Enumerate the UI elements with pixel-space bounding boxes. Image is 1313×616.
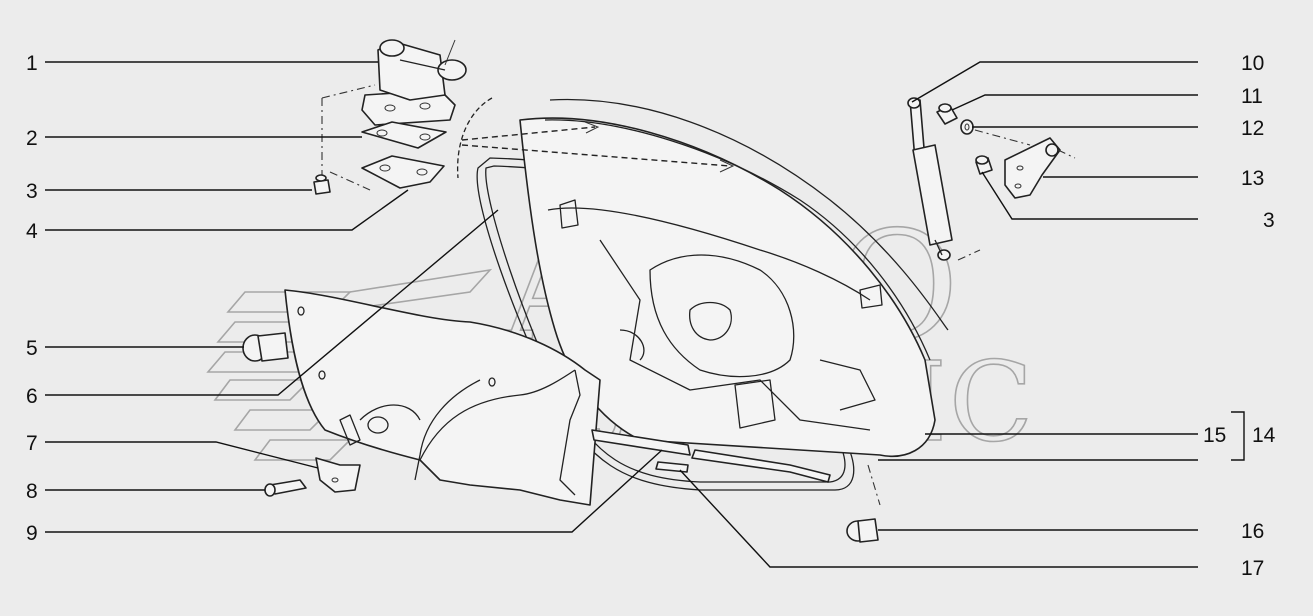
- callout-3-left: 3: [26, 180, 38, 203]
- callout-3-right: 3: [1263, 209, 1275, 232]
- rubber-stop: [846, 464, 881, 543]
- hinge-part: [361, 39, 467, 126]
- callout-2: 2: [26, 127, 38, 150]
- handle-bracket: [315, 457, 361, 493]
- bolt-right: [975, 155, 993, 175]
- callout-1: 1: [26, 52, 38, 75]
- callout-15: 15: [1203, 424, 1226, 447]
- callout-7: 7: [26, 432, 38, 455]
- callout-13: 13: [1241, 167, 1264, 190]
- callout-12: 12: [1241, 117, 1264, 140]
- callout-6: 6: [26, 385, 38, 408]
- shim-plate-lower: [361, 155, 445, 189]
- callout-10: 10: [1241, 52, 1264, 75]
- trim-panel: [284, 289, 601, 506]
- push-clip: [242, 332, 289, 362]
- leader-lines: [45, 61, 1245, 568]
- callout-14: 14: [1252, 424, 1276, 447]
- callout-labels: 1 2 3 4 5 6 7 8 9 10 11 12 13 3 15 14 16…: [26, 52, 1276, 580]
- callout-5: 5: [26, 337, 38, 360]
- callout-17: 17: [1241, 557, 1264, 580]
- washer: [960, 119, 974, 135]
- callout-8: 8: [26, 480, 38, 503]
- sill-pad: [655, 461, 689, 473]
- pin: [936, 103, 958, 125]
- callout-11: 11: [1241, 85, 1263, 108]
- callout-4: 4: [26, 220, 38, 243]
- shim-plate-upper: [361, 121, 447, 149]
- gas-strut: [907, 97, 981, 261]
- tailgate-door: [519, 98, 949, 457]
- sill-strip: [591, 429, 831, 483]
- callout-9: 9: [26, 522, 38, 545]
- screw: [264, 479, 307, 497]
- bolt-left: [313, 174, 331, 195]
- callout-16: 16: [1241, 520, 1264, 543]
- bracket: [974, 129, 1076, 199]
